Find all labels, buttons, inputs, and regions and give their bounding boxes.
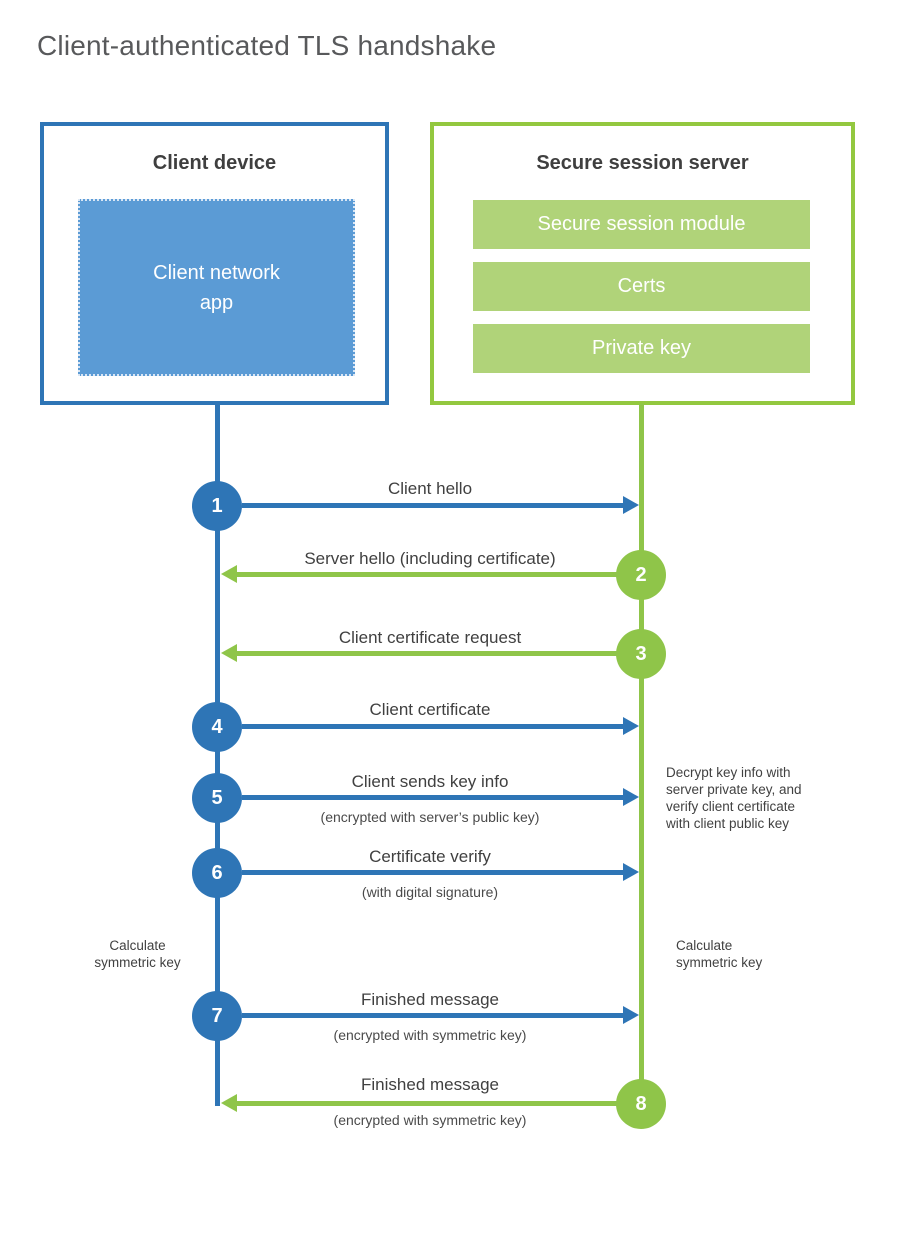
step-5-sublabel: (encrypted with server’s public key) — [320, 809, 540, 825]
step-2-label: Server hello (including certificate) — [304, 549, 556, 568]
step-5-label: Client sends key info — [351, 772, 509, 791]
step-8-label: Finished message — [361, 1075, 499, 1094]
server-module-certs: Certs — [473, 262, 810, 311]
step-1-arrow-right — [242, 496, 639, 514]
step-7-badge: 7 — [192, 991, 242, 1041]
client-calculate-symmetric-key-note: Calculate symmetric key — [94, 938, 181, 971]
server-lifeline — [639, 404, 644, 1105]
step-6-badge: 6 — [192, 848, 242, 898]
step-3-badge: 3 — [616, 629, 666, 679]
step-8-sublabel: (encrypted with symmetric key) — [333, 1112, 527, 1128]
server-decrypt-note: Decrypt key info with server private key… — [666, 765, 802, 832]
step-2-badge: 2 — [616, 550, 666, 600]
client-network-app-box: Client network app — [78, 199, 355, 376]
step-6-arrow-right — [242, 863, 639, 881]
step-1-label: Client hello — [387, 479, 473, 498]
step-7-arrow-right — [242, 1006, 639, 1024]
step-6-sublabel: (with digital signature) — [361, 884, 499, 900]
client-panel-title: Client device — [152, 152, 277, 174]
step-5-arrow-right — [242, 788, 639, 806]
server-module-private-key: Private key — [473, 324, 810, 373]
step-3-label: Client certificate request — [338, 628, 522, 647]
step-8-badge: 8 — [616, 1079, 666, 1129]
step-5-badge: 5 — [192, 773, 242, 823]
step-3-arrow-left — [221, 644, 617, 662]
step-6-label: Certificate verify — [369, 847, 491, 866]
step-7-label: Finished message — [361, 990, 499, 1009]
step-4-label: Client certificate — [369, 700, 491, 719]
server-module-secure-session: Secure session module — [473, 200, 810, 249]
step-8-arrow-left — [221, 1094, 617, 1112]
page-title: Client-authenticated TLS handshake — [37, 30, 497, 61]
step-1-badge: 1 — [192, 481, 242, 531]
step-2-arrow-left — [221, 565, 617, 583]
step-4-arrow-right — [242, 717, 639, 735]
server-panel-title: Secure session server — [536, 152, 749, 174]
step-4-badge: 4 — [192, 702, 242, 752]
server-calculate-symmetric-key-note: Calculate symmetric key — [676, 938, 763, 971]
step-7-sublabel: (encrypted with symmetric key) — [333, 1027, 527, 1043]
client-lifeline — [215, 404, 220, 1106]
